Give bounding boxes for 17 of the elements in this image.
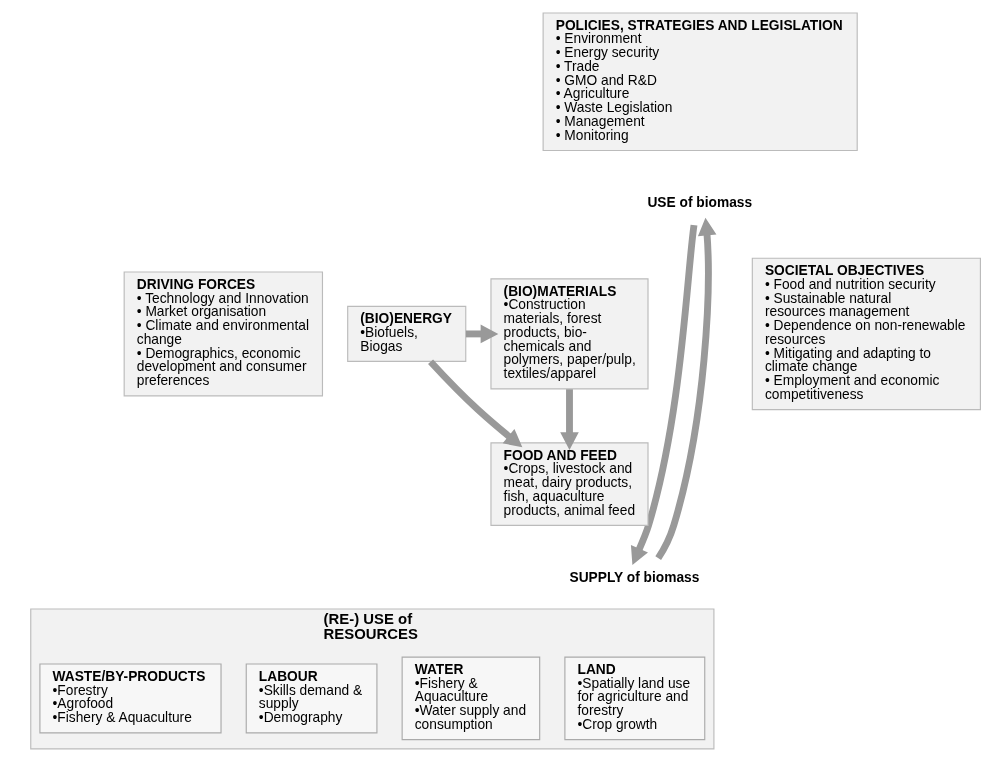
node-box: WASTE/BY-PRODUCTS •Forestry •Agrofood •Fishery & Aquaculture <box>38 663 222 734</box>
node-text: USE of biomass <box>646 194 752 210</box>
node-text: SUPPLY of biomass <box>568 569 699 585</box>
arrow <box>559 389 579 451</box>
node-box: DRIVING FORCES • Technology and Innovation • Market organisation • Climate and environmental change • Demographics, economic development and consumer preferences <box>123 271 323 397</box>
arrow <box>654 217 716 561</box>
arrow <box>427 359 522 448</box>
node-box: (BIO)MATERIALS •Construction materials, forest products, bio-chemicals and polymers, paper/pulp, textiles/apparel <box>489 278 649 390</box>
node-box: WATER •Fishery & Aquaculture •Water supply and consumption <box>401 656 540 741</box>
node-box: POLICIES, STRATEGIES AND LEGISLATION • Environment • Energy security • Trade • GMO and R&D • Agriculture • Waste Legislation • Management • Monitoring <box>542 12 858 152</box>
arrow <box>465 324 498 344</box>
node-box: SOCIETAL OBJECTIVES • Food and nutrition security • Sustainable natural resources management • Dependence on non-renewable resources • Mitigating and adapting to climate change • Employment and economic competitiveness <box>751 257 981 411</box>
node-box: (BIO)ENERGY •Biofuels, Biogas <box>346 305 466 362</box>
node-box: LABOUR •Skills demand & supply •Demography <box>245 663 377 734</box>
node-box: FOOD AND FEED •Crops, livestock and meat, dairy products, fish, aquaculture products, animal feed <box>489 442 649 526</box>
node-box: LAND •Spatially land use for agriculture and forestry •Crop growth <box>563 656 705 741</box>
arrow <box>630 224 697 565</box>
